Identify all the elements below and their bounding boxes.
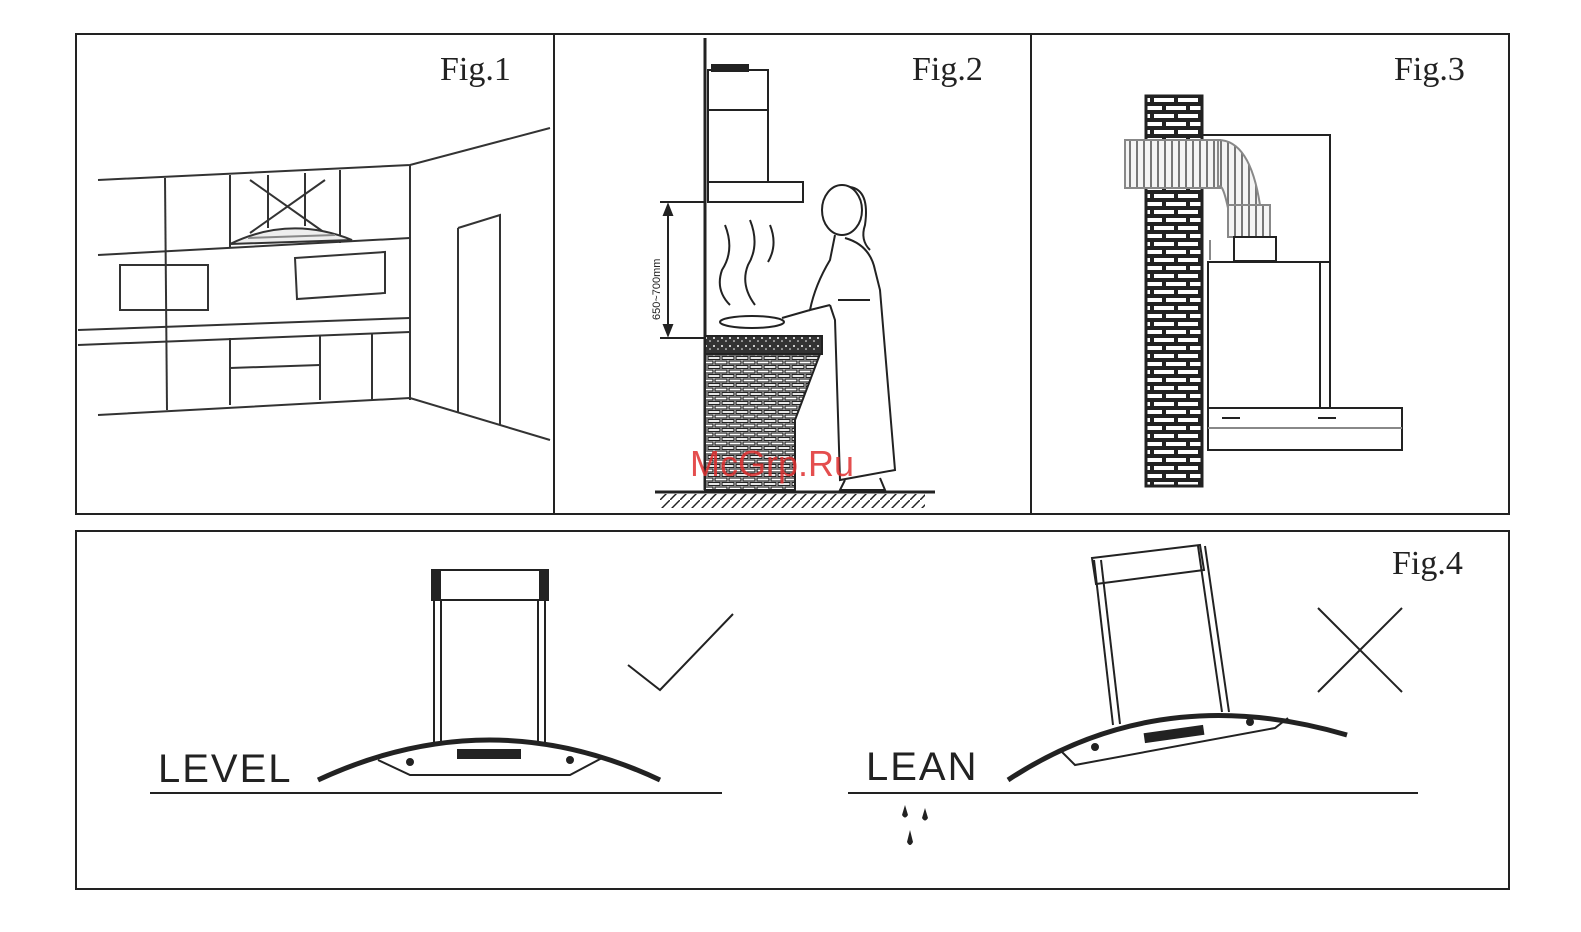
fig2-label: Fig.2 xyxy=(912,51,983,88)
fig4-label: Fig.4 xyxy=(1392,545,1463,582)
fig1-label: Fig.1 xyxy=(440,51,511,88)
level-label: LEVEL xyxy=(158,747,293,791)
drip-icon xyxy=(902,805,928,845)
fig3-label: Fig.3 xyxy=(1394,51,1465,88)
lean-cross-icon xyxy=(1318,608,1402,692)
fig2-cooking-drawing xyxy=(655,38,935,508)
level-check-icon xyxy=(628,614,733,690)
fig3-duct-drawing xyxy=(1125,96,1402,486)
fig2-dimension-label: 650~700mm xyxy=(651,259,663,320)
fig1-kitchen-drawing xyxy=(78,128,550,440)
watermark: McGrp.Ru xyxy=(690,443,854,485)
lean-label: LEAN xyxy=(866,745,979,789)
